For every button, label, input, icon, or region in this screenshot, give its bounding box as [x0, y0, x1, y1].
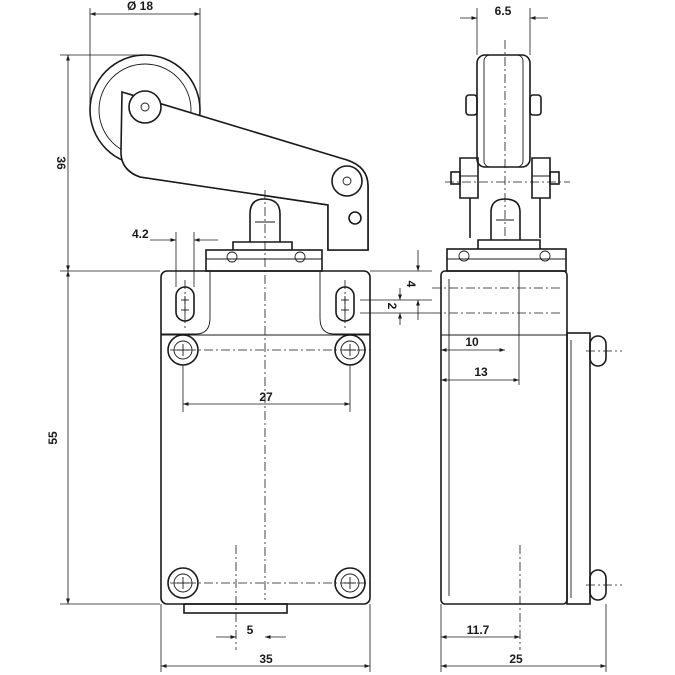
dim-slot-offset-top: 4	[404, 281, 418, 288]
plunger	[232, 241, 293, 250]
dim-body-height: 55	[46, 431, 60, 445]
dim-lever-height: 36	[54, 156, 68, 170]
dim-side-offset-11-7: 11.7	[467, 623, 490, 637]
actuator-head	[205, 249, 323, 272]
side-roller	[476, 54, 531, 168]
lever-hole	[348, 211, 362, 225]
front-view	[89, 54, 371, 650]
dim-slot-width: 4.2	[132, 227, 149, 241]
dim-roller-diameter: Ø 18	[127, 0, 153, 13]
front-base-tab	[183, 603, 288, 614]
dimension-lines	[60, 8, 607, 672]
side-yoke	[459, 157, 479, 199]
side-head	[446, 248, 567, 272]
front-body	[160, 270, 371, 605]
dim-roller-width: 6.5	[495, 4, 512, 18]
dimension-labels: Ø 18 36 55 4.2 4 2 27 5 35 6.5 10 13 11.…	[46, 0, 523, 666]
side-body	[440, 270, 568, 605]
dim-slot-height: 2	[385, 303, 399, 310]
side-view	[432, 40, 622, 650]
dim-base-offset: 5	[247, 623, 254, 637]
dim-side-offset-10: 10	[465, 335, 479, 349]
dim-body-depth: 25	[509, 652, 523, 666]
dim-body-width: 35	[259, 652, 273, 666]
lever-pivot	[331, 165, 363, 197]
side-cover	[566, 332, 591, 605]
roller-axle	[128, 90, 162, 124]
dim-side-offset-13: 13	[474, 365, 488, 379]
dim-screw-spacing: 27	[259, 390, 273, 404]
